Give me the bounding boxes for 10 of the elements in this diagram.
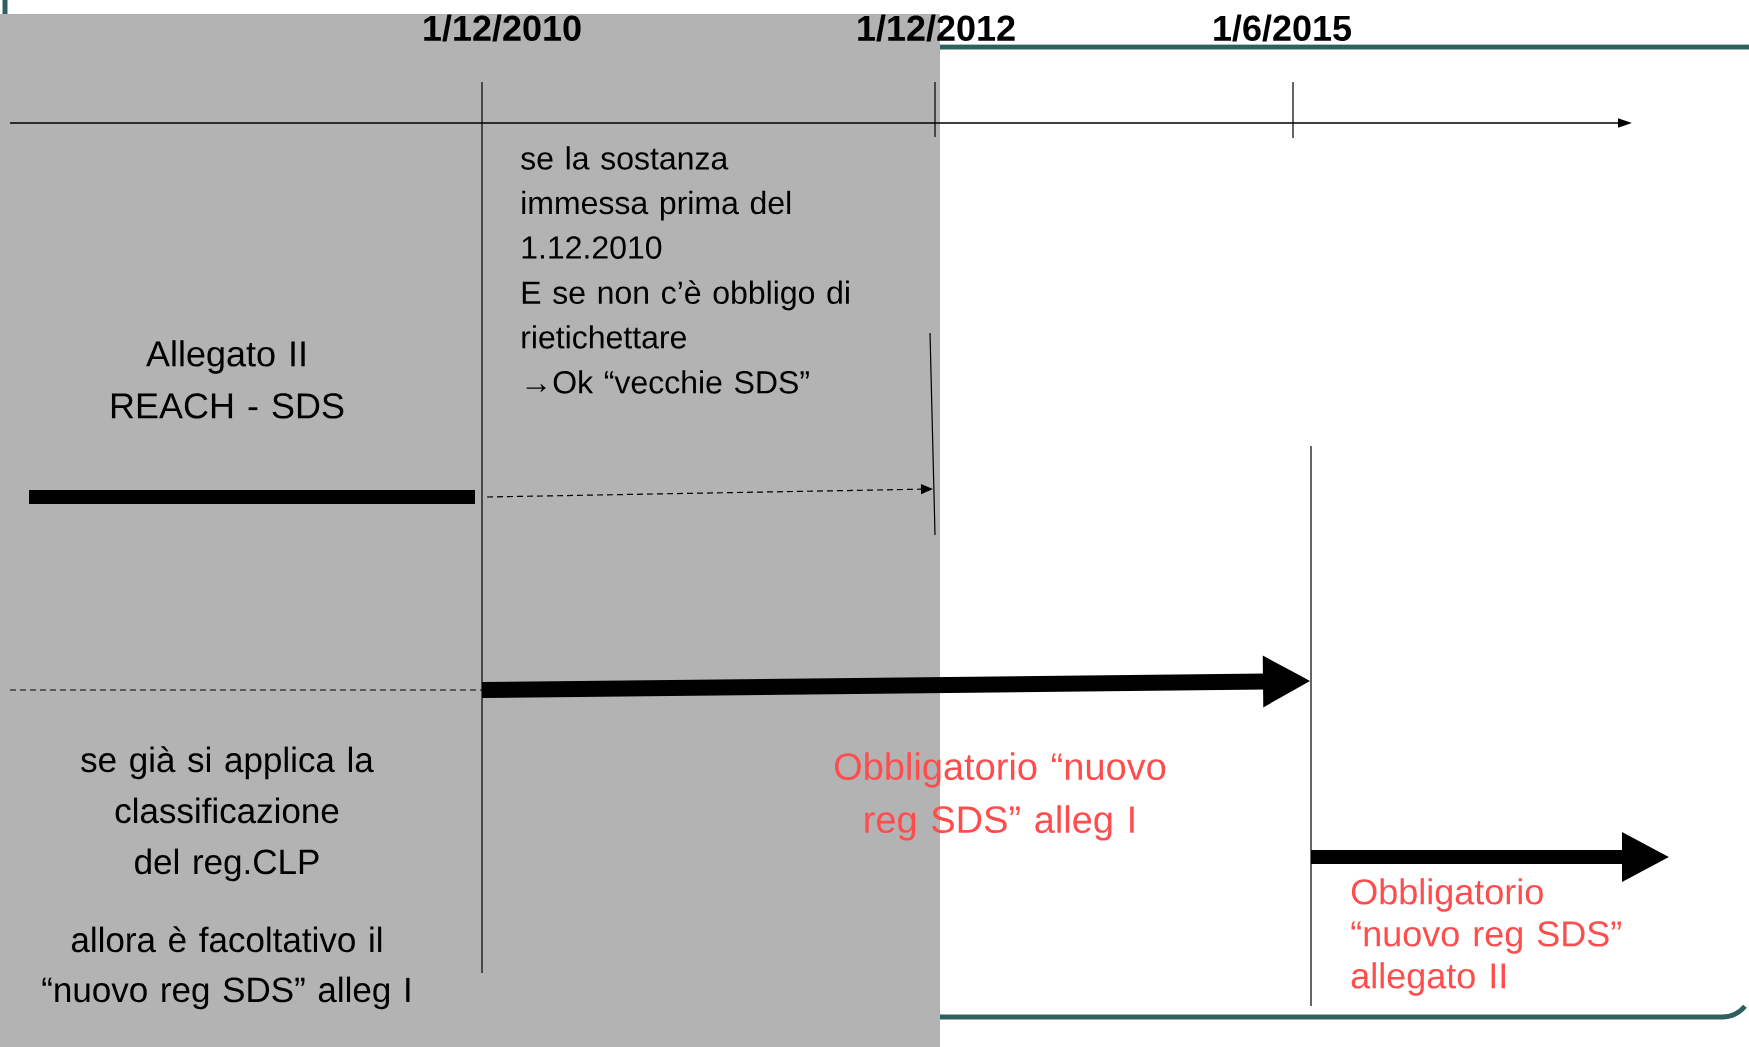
note-text: se la sostanza immessa prima del 1.12.2010 bbox=[521, 146, 791, 259]
note-text: E se non c’è obbligo di rietichettare bbox=[522, 280, 849, 349]
obligation-text: Obbligatorio “nuovo reg SDS” allegato II bbox=[1351, 878, 1621, 996]
date-label: 1/12/2010 bbox=[424, 14, 581, 42]
period-label: Allegato II REACH - SDS bbox=[111, 340, 344, 419]
condition-text: se già si applica la classificazione del reg.CLP bbox=[81, 746, 374, 882]
condition-text: allora è facoltativo il “nuovo reg SDS” alleg I bbox=[42, 926, 410, 1010]
date-label: 1/12/2012 bbox=[858, 14, 1015, 42]
note-text: →Ok “vecchie SDS” bbox=[526, 370, 809, 394]
date-label: 1/6/2015 bbox=[1214, 14, 1352, 42]
